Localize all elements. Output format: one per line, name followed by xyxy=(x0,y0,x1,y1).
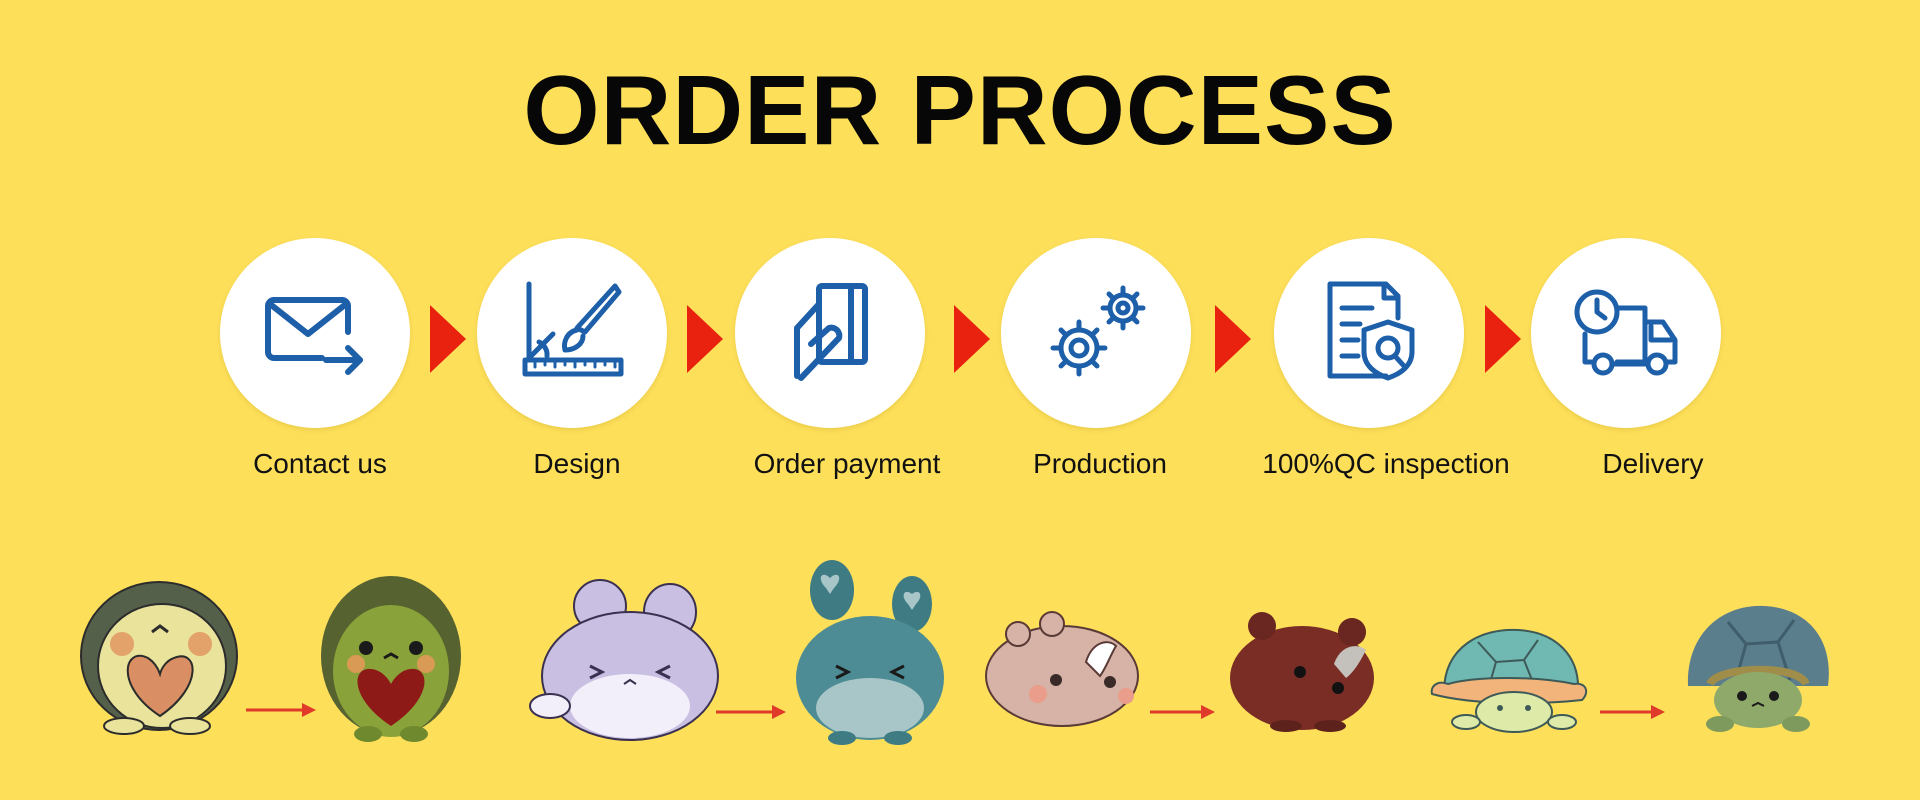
step-circle-contact xyxy=(220,238,410,428)
turtle-sketch-image xyxy=(1426,622,1592,734)
toy-arrow-icon xyxy=(1600,702,1665,727)
step-label-production: Production xyxy=(1033,448,1167,479)
step-arrow xyxy=(954,305,990,373)
toy-arrow-icon xyxy=(1150,702,1215,727)
design-ruler-icon xyxy=(522,281,624,377)
document-shield-inspect-icon xyxy=(1327,281,1415,381)
card-payment-icon xyxy=(794,283,868,381)
step-circle-delivery xyxy=(1531,238,1721,428)
turtle-plush-image xyxy=(1678,600,1838,740)
step-label-qc: 100%QC inspection xyxy=(1262,448,1510,479)
step-label-contact: Contact us xyxy=(253,448,387,479)
step-arrow xyxy=(430,305,466,373)
step-label-delivery: Delivery xyxy=(1602,448,1704,479)
step-circle-qc xyxy=(1274,238,1464,428)
toy-arrow-icon xyxy=(246,700,316,725)
bunny-plush-image xyxy=(782,558,952,748)
avocado-sketch-image xyxy=(74,566,244,736)
rhino-sketch-image xyxy=(982,610,1142,730)
step-arrow xyxy=(1485,305,1521,373)
step-circle-production xyxy=(1001,238,1191,428)
rhino-plush-image xyxy=(1226,606,1378,736)
page-title: ORDER PROCESS xyxy=(523,55,1397,165)
gears-icon xyxy=(1050,285,1146,377)
mail-send-icon xyxy=(265,297,363,375)
step-arrow xyxy=(1215,305,1251,373)
toy-illustrations xyxy=(0,550,1920,800)
step-label-design: Design xyxy=(533,448,621,479)
step-label-payment: Order payment xyxy=(753,448,941,479)
bunny-sketch-image xyxy=(520,576,720,746)
avocado-plush-image xyxy=(316,566,466,746)
step-circle-design xyxy=(477,238,667,428)
toy-arrow-icon xyxy=(716,702,786,727)
step-arrow xyxy=(687,305,723,373)
delivery-truck-icon xyxy=(1574,289,1678,376)
step-circle-payment xyxy=(735,238,925,428)
